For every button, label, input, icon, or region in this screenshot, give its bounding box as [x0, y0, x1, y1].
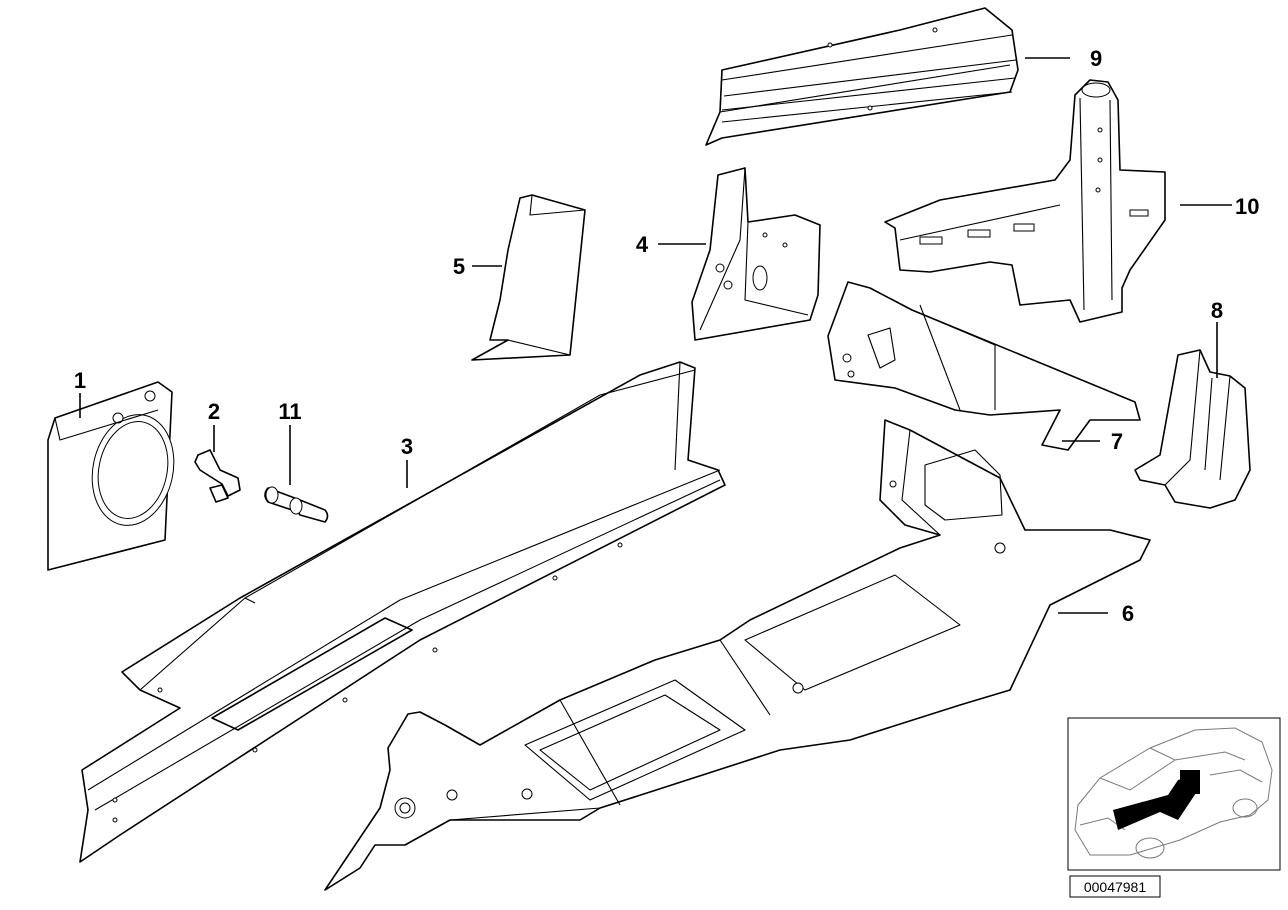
- callout-5: 5: [453, 254, 465, 279]
- callout-2: 2: [208, 399, 220, 424]
- callout-7: 7: [1111, 429, 1123, 454]
- part-3-drawing: [79, 361, 726, 863]
- callout-3: 3: [401, 434, 413, 459]
- part-6-drawing: [324, 419, 1151, 891]
- diagram-id-box: [1069, 875, 1161, 898]
- part-1-drawing: [47, 381, 175, 571]
- callout-8: 8: [1211, 298, 1223, 323]
- callout-6: 6: [1122, 601, 1134, 626]
- part-2-drawing: [194, 449, 241, 503]
- callout-1: 1: [74, 368, 86, 393]
- part-10-drawing: [884, 79, 1166, 323]
- part-5-drawing: [471, 194, 586, 361]
- callout-4: 4: [636, 232, 649, 257]
- part-8-drawing: [1134, 349, 1251, 509]
- diagram-id-label: 00047981: [1084, 879, 1147, 895]
- car-location-thumbnail-icon: [1067, 717, 1281, 871]
- part-7-drawing: [827, 281, 1141, 451]
- part-11-drawing: [264, 486, 329, 523]
- callout-9: 9: [1090, 46, 1102, 71]
- part-9-drawing: [705, 7, 1019, 146]
- callout-10: 10: [1235, 194, 1259, 219]
- callout-11: 11: [278, 399, 301, 424]
- part-4-drawing: [691, 167, 821, 341]
